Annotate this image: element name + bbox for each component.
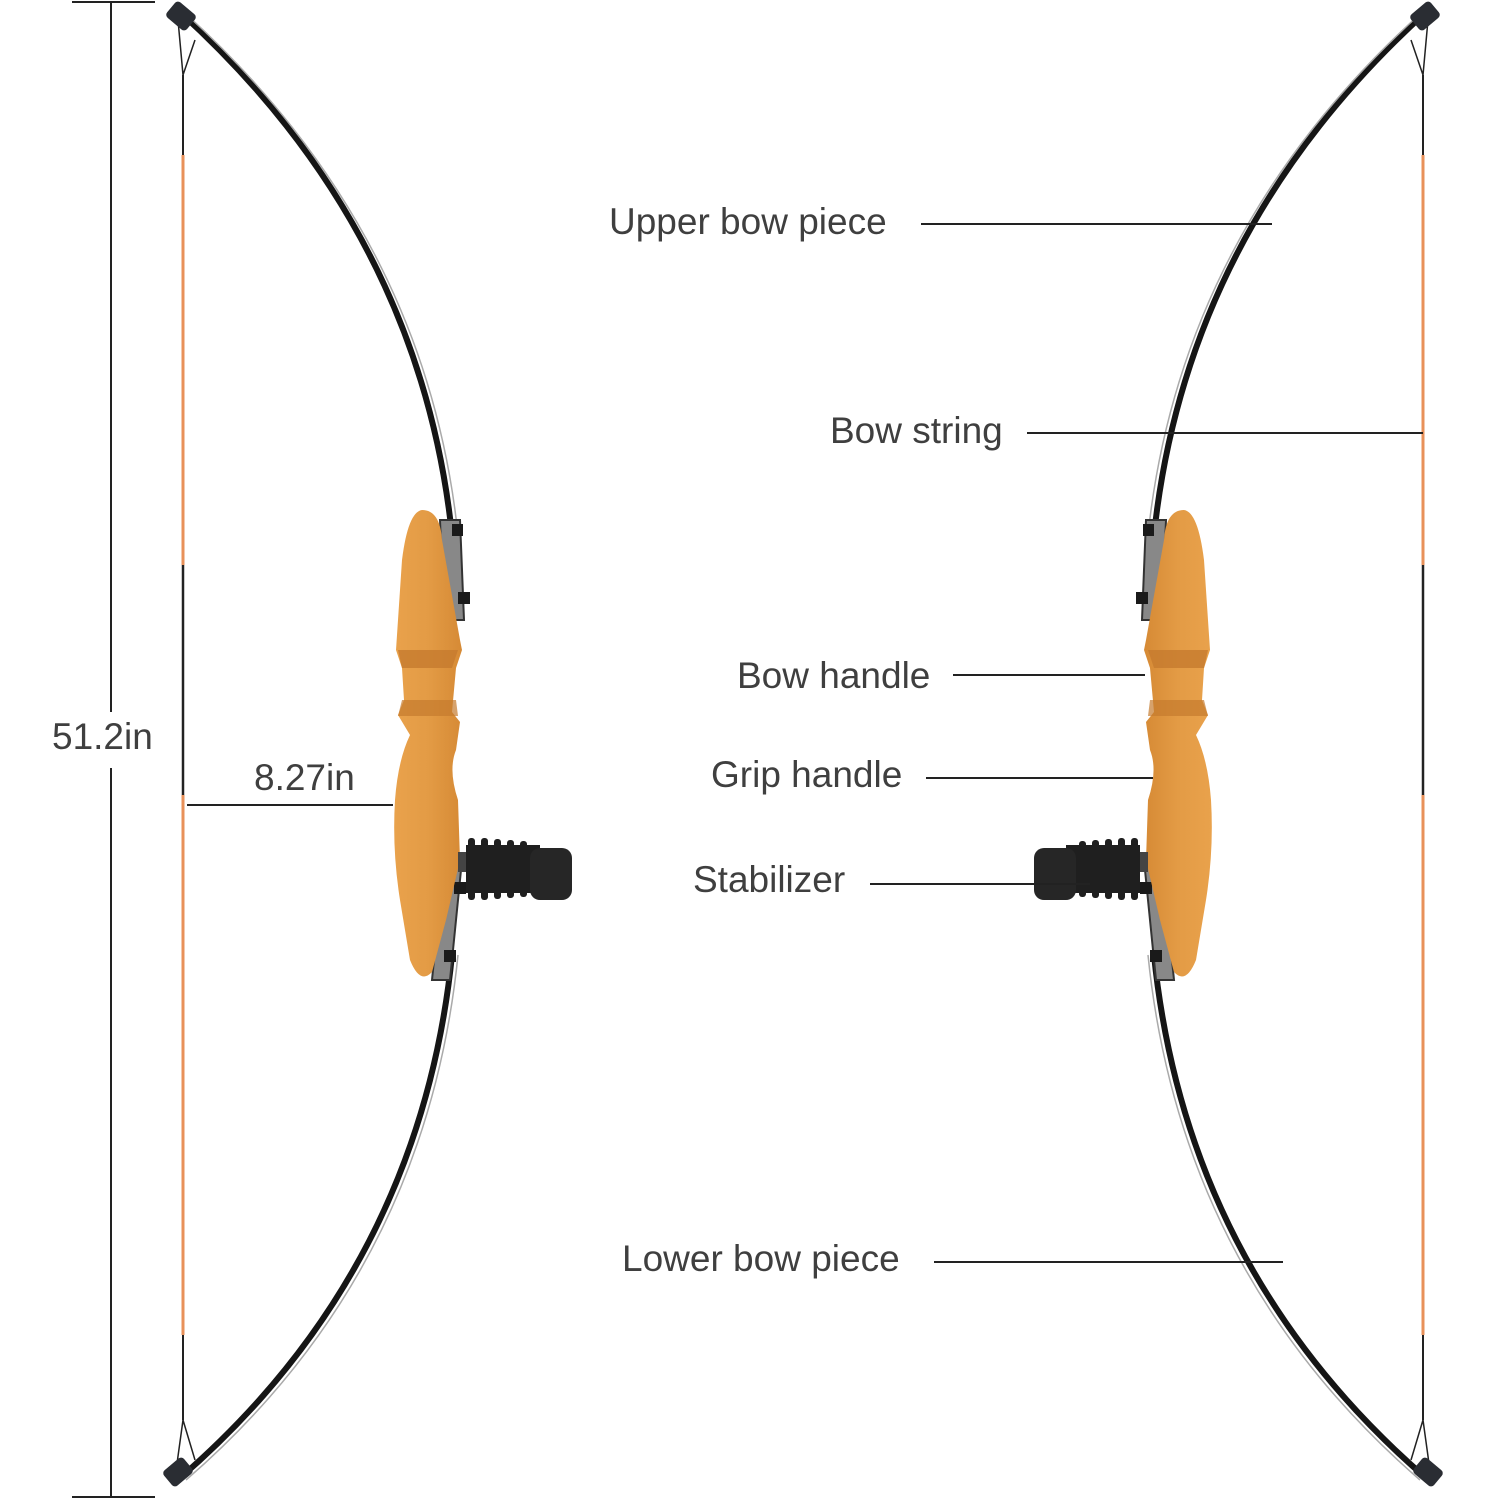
grip-depth-dimension-label: 8.27in [254,757,355,798]
left-stabilizer [458,838,572,900]
height-dimension [72,1,155,1498]
label-grip-handle: Grip handle [711,754,903,795]
height-dimension-label: 51.2in [52,716,153,757]
label-bow-handle: Bow handle [737,655,931,696]
left-bow [163,1,572,1487]
left-bow-string [174,19,196,1479]
label-lower-bow-piece: Lower bow piece [622,1238,900,1279]
label-bow-string: Bow string [830,410,1003,451]
label-stabilizer: Stabilizer [693,859,846,900]
right-bow [1034,1,1443,1487]
leader-lines [870,223,1423,1263]
left-bow-handle [394,510,462,977]
label-upper-bow-piece: Upper bow piece [609,201,887,242]
